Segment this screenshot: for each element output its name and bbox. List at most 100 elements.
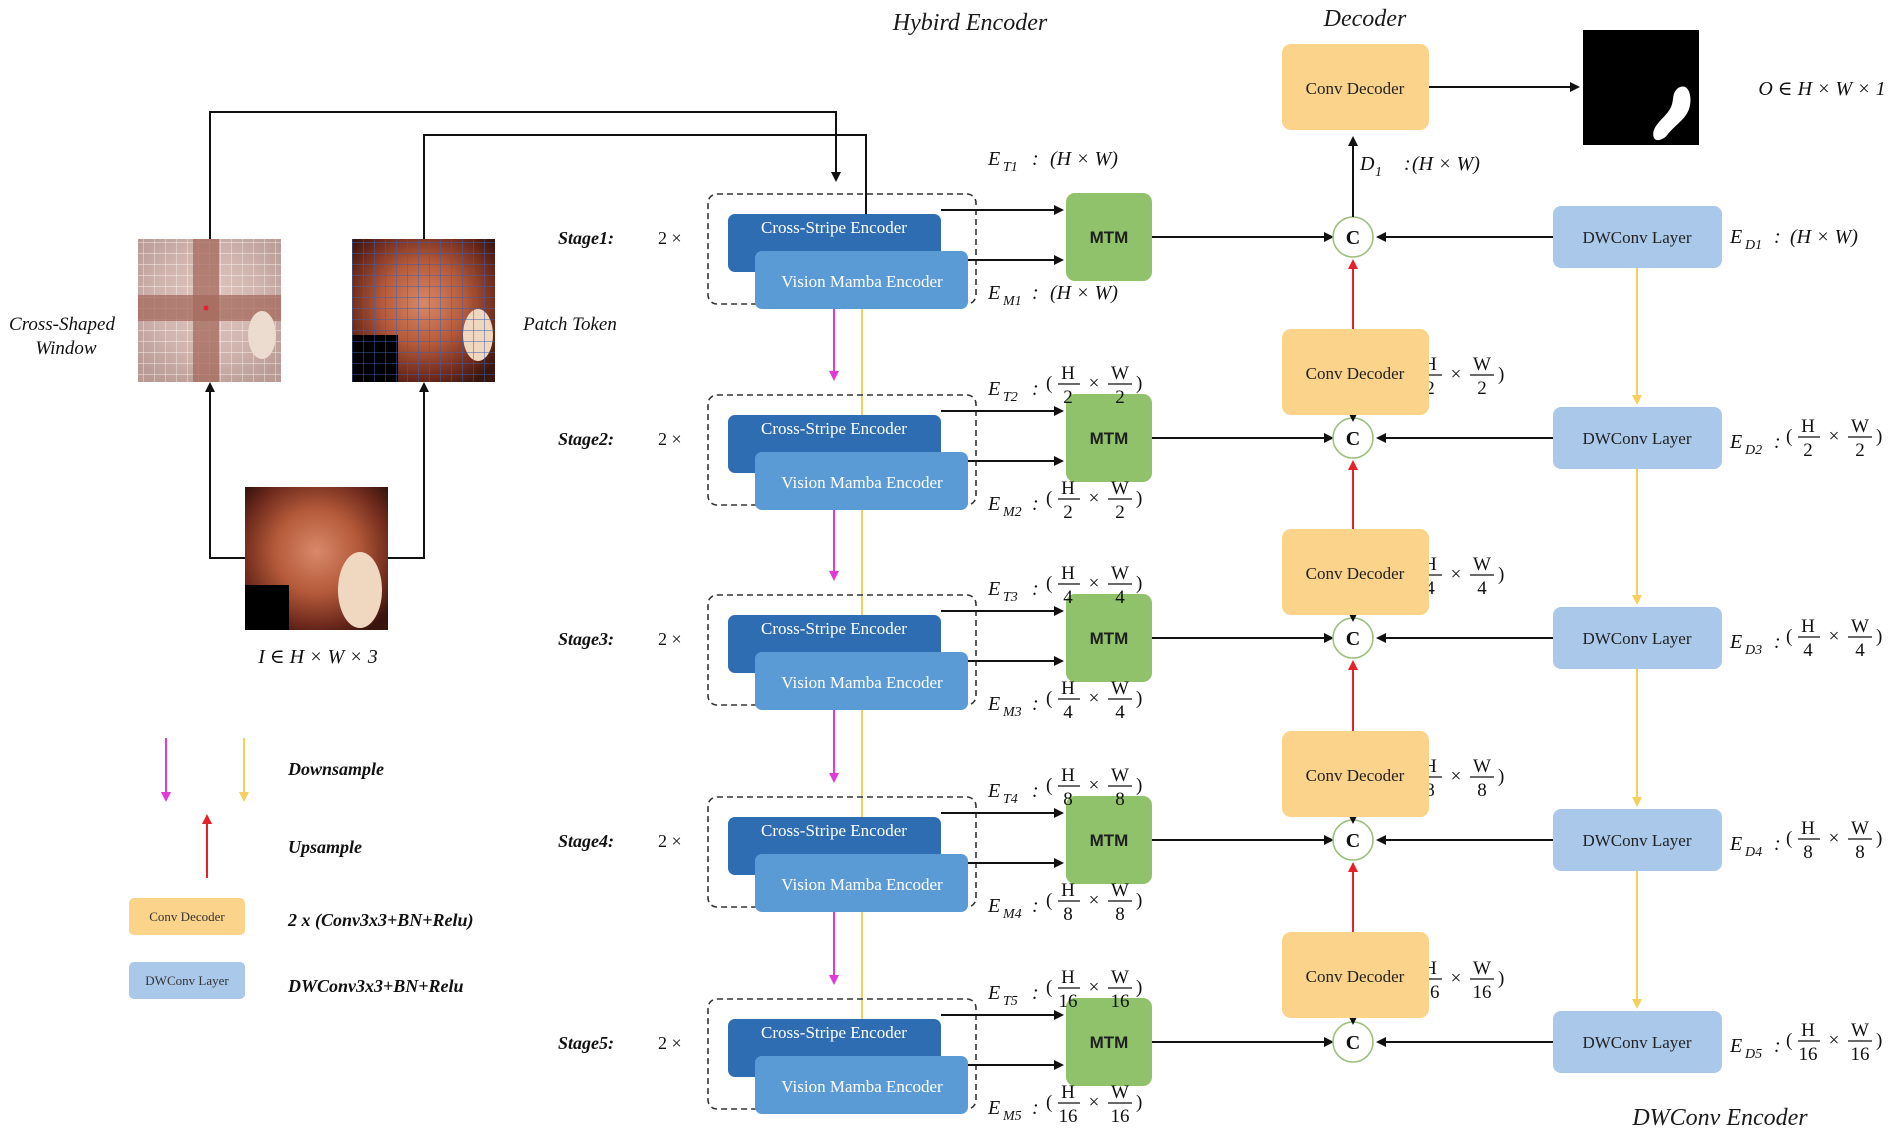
d-frac-2-w-den: 2 [1477,378,1487,399]
conv-decoder-top: Conv Decoder [1282,44,1429,130]
et-frac-4-h-num: H [1061,765,1075,786]
conv-decoder-3-label: Conv Decoder [1306,564,1405,583]
et-label-4-colon: : [1032,780,1039,802]
dwconv-layer-3 [1553,607,1722,669]
em-frac-3-h-den: 4 [1063,702,1073,723]
ed-frac-3-w-den: 4 [1855,640,1865,661]
et-label-1-colon: : [1032,148,1039,170]
stage-1-label: Stage1: [558,228,614,248]
stage-4-repeat: 2 × [658,831,682,851]
et-res-1: (H × W) [1050,148,1118,170]
ed-frac-2-rparen: ) [1876,426,1882,447]
et-label-5-sub: T5 [1003,994,1018,1009]
d-frac-5-rparen: ) [1498,968,1504,989]
em-label-1-main: E [987,282,1000,304]
em-res-1: (H × W) [1050,282,1118,304]
ed-label-1-colon: : [1774,226,1781,248]
d-frac-2-rparen: ) [1498,364,1504,385]
conv-decoder-4-label: Conv Decoder [1306,766,1405,785]
concat-node-4-label: C [1346,830,1360,852]
em-label-3-sub: M3 [1002,705,1022,720]
d-frac-4-rparen: ) [1498,766,1504,787]
em-frac-2-w-den: 2 [1115,502,1125,523]
d-frac-4-w-den: 8 [1477,780,1487,801]
legend-conv-decoder-desc: 2 x (Conv3x3+BN+Relu) [287,910,474,931]
et-label-2-sub: T2 [1003,390,1018,405]
dwconv-layer-1 [1553,206,1722,268]
ed-frac-2-w-num: W [1851,416,1869,437]
vision-mamba-encoder-2-label: Vision Mamba Encoder [781,473,943,492]
et-label-3-sub: T3 [1003,590,1018,605]
mtm-1-label: MTM [1090,228,1129,247]
dwconv-layer-4-label: DWConv Layer [1582,831,1691,850]
ed-frac-3-lparen: ( [1786,626,1792,647]
et-frac-4-w-den: 8 [1115,789,1125,810]
et-frac-4-h-den: 8 [1063,789,1073,810]
conv-decoder-top-label: Conv Decoder [1306,79,1405,98]
et-label-5-main: E [987,982,1000,1004]
et-frac-5-w-den: 16 [1111,991,1130,1012]
d-frac-2-times: × [1451,364,1462,385]
d-label-1-sub: 1 [1375,165,1382,180]
em-frac-5-rparen: ) [1136,1092,1142,1113]
em-frac-3-lparen: ( [1046,688,1052,709]
dwconv-layer-1-label: DWConv Layer [1582,228,1691,247]
et-frac-3-h-num: H [1061,563,1075,584]
et-frac-3-rparen: ) [1136,573,1142,594]
em-frac-2-times: × [1089,488,1100,509]
em-label-3-colon: : [1032,693,1039,715]
et-frac-5-times: × [1089,977,1100,998]
et-frac-4-times: × [1089,775,1100,796]
conv-decoder-4 [1282,731,1429,817]
d-label-1-colon: : [1404,153,1411,175]
em-frac-4-w-num: W [1111,880,1129,901]
mtm-2 [1066,394,1152,482]
et-frac-2-h-den: 2 [1063,387,1073,408]
et-frac-2-lparen: ( [1046,373,1052,394]
et-frac-4-w-num: W [1111,765,1129,786]
et-frac-3-h-den: 4 [1063,587,1073,608]
ed-label-4-main: E [1729,833,1742,855]
patch-token-label: Patch Token [522,314,617,335]
stage-5-repeat: 2 × [658,1033,682,1053]
et-frac-5-lparen: ( [1046,977,1052,998]
ed-frac-5-lparen: ( [1786,1030,1792,1051]
vision-mamba-encoder-3 [755,652,968,710]
vision-mamba-encoder-5-label: Vision Mamba Encoder [781,1077,943,1096]
em-frac-4-w-den: 8 [1115,904,1125,925]
ed-frac-3-h-den: 4 [1803,640,1813,661]
vision-mamba-encoder-3-label: Vision Mamba Encoder [781,673,943,692]
ed-frac-4-rparen: ) [1876,828,1882,849]
ed-label-2-colon: : [1774,431,1781,453]
dwconv-layer-5 [1553,1011,1722,1073]
em-frac-4-times: × [1089,890,1100,911]
d-frac-3-rparen: ) [1498,564,1504,585]
et-frac-5-h-den: 16 [1059,991,1078,1012]
em-label-3-main: E [987,693,1000,715]
em-label-5-colon: : [1032,1097,1039,1119]
ed-frac-2-h-den: 2 [1803,440,1813,461]
d-frac-3-w-den: 4 [1477,578,1487,599]
d-label-1-main: D [1359,153,1375,175]
ed-frac-2-times: × [1829,426,1840,447]
ed-frac-3-rparen: ) [1876,626,1882,647]
ed-label-2-sub: D2 [1744,443,1762,458]
em-label-4-sub: M4 [1002,907,1022,922]
d-res-1: (H × W) [1412,153,1480,175]
concat-node-2-label: C [1346,428,1360,450]
em-label-5-main: E [987,1097,1000,1119]
et-frac-2-w-den: 2 [1115,387,1125,408]
output-label: O ∈ H × W × 1 [1758,78,1885,100]
et-label-3-colon: : [1032,578,1039,600]
ed-label-5-main: E [1729,1035,1742,1057]
mtm-4-label: MTM [1090,831,1129,850]
legend-dwconv-swatch [129,962,245,999]
conv-decoder-5 [1282,932,1429,1018]
d-frac-4-h-den: 8 [1425,780,1435,801]
et-label-2-main: E [987,378,1000,400]
ed-frac-4-w-den: 8 [1855,842,1865,863]
et-frac-2-w-num: W [1111,363,1129,384]
